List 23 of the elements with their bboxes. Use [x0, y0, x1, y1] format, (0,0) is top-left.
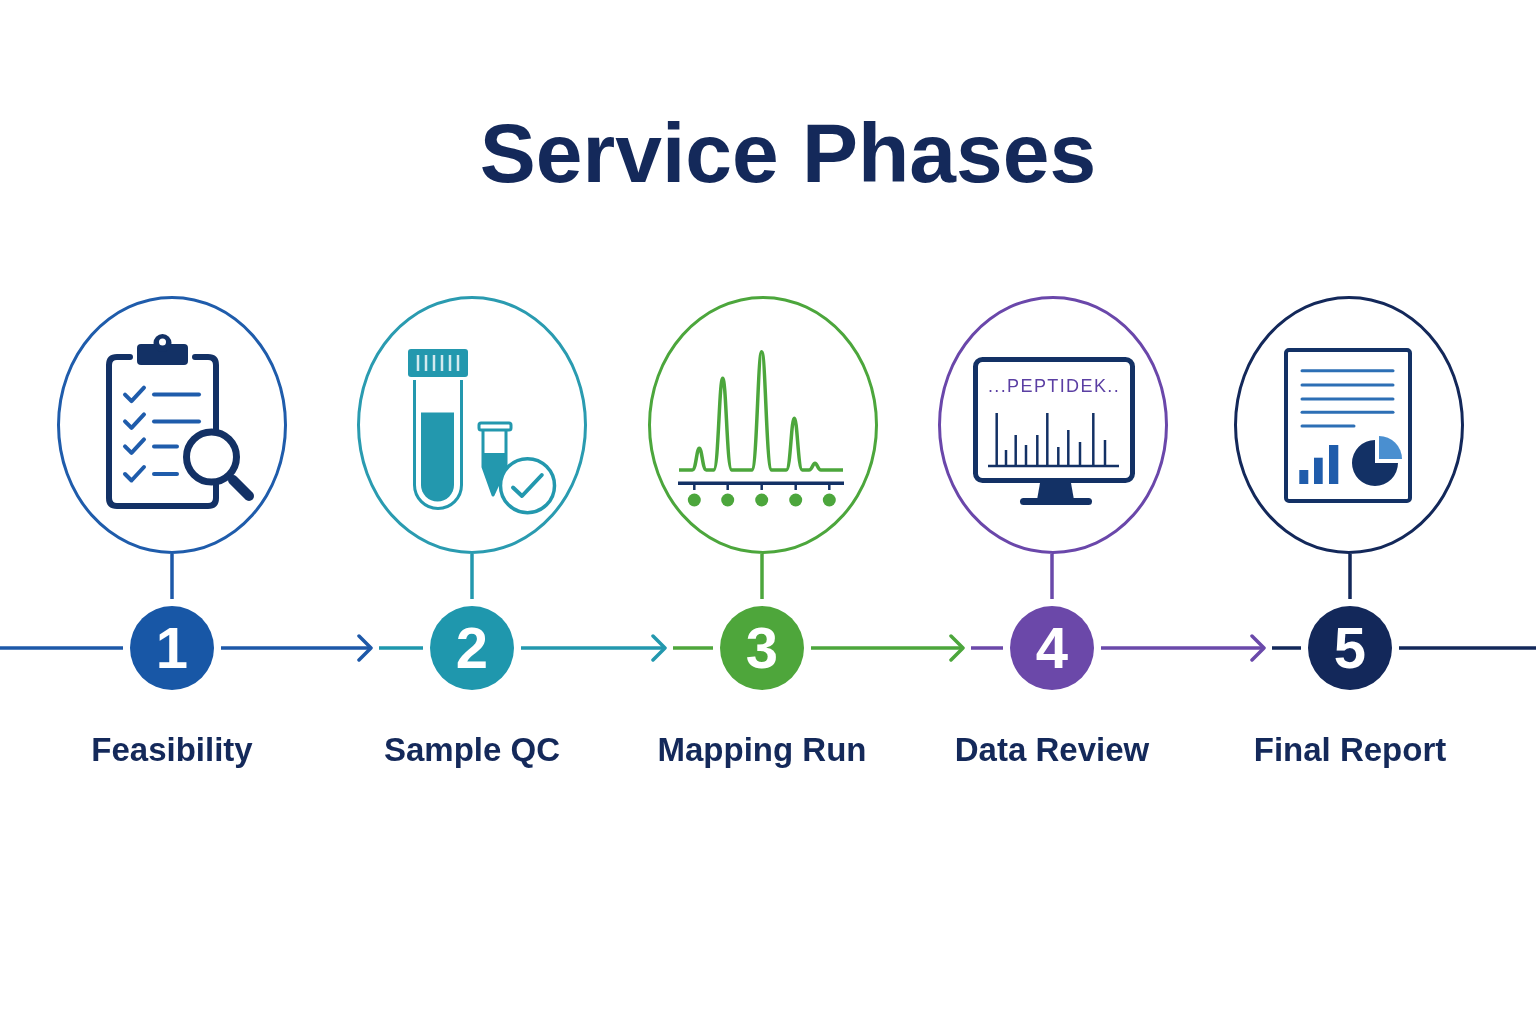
timeline-line: [1399, 646, 1536, 650]
phase-label: Final Report: [1253, 730, 1447, 770]
connector-line: [170, 554, 174, 599]
connector-line: [760, 554, 764, 599]
phase-label: Sample QC: [383, 730, 561, 770]
arrow: [1101, 634, 1301, 662]
phase-label: Data Review: [954, 730, 1150, 770]
step-number-circle: 1: [130, 606, 214, 690]
arrow: [221, 634, 423, 662]
step-number-circle: 2: [430, 606, 514, 690]
phase-label: Mapping Run: [657, 730, 867, 770]
arrow: [521, 634, 713, 662]
step-number-circle: 4: [1010, 606, 1094, 690]
phase-label: Feasibility: [91, 730, 253, 770]
timeline-line: [0, 646, 123, 650]
sequence-text: ...PEPTIDEK..: [987, 377, 1121, 395]
title: Service Phases: [479, 111, 1097, 195]
connector-line: [470, 554, 474, 599]
arrow: [811, 634, 1003, 662]
step-number-circle: 3: [720, 606, 804, 690]
connector-line: [1348, 554, 1352, 599]
connector-line: [1050, 554, 1054, 599]
step-number-circle: 5: [1308, 606, 1392, 690]
